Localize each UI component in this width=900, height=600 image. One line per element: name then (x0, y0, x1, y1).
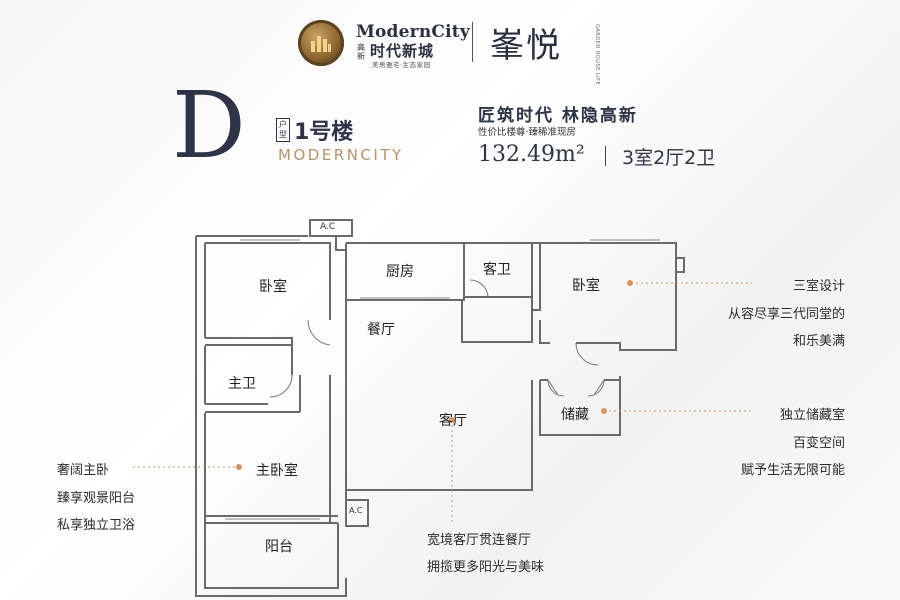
ac-label-bottom: A.C (349, 506, 363, 515)
marker-dot (449, 417, 455, 423)
note-bottom-2: 拥揽更多阳光与美味 (427, 560, 545, 575)
marker-dot (627, 280, 633, 286)
building-bars-icon (311, 36, 331, 52)
header-divider (472, 22, 473, 62)
brand-name-cn: 时代新城 (370, 42, 435, 60)
sub-slogan: 性价比楼尊·臻稀准现房 (478, 127, 577, 138)
moderncity-wordmark: MODERNCITY (278, 146, 404, 164)
room-guest-bath: 客卫 (483, 262, 511, 278)
note-left-1: 奢阔主卧 (57, 463, 110, 478)
room-storage: 储藏 (561, 407, 589, 423)
room-master-bath: 主卫 (228, 376, 256, 392)
unit-type-letter: D (172, 72, 246, 179)
ac-label-top: A.C (320, 222, 336, 232)
room-bedroom-right: 卧室 (572, 278, 600, 294)
project-name: 峯悦 (490, 26, 562, 66)
note-bottom-1: 宽境客厅贯连餐厅 (427, 533, 532, 548)
room-bedroom-left: 卧室 (259, 279, 287, 295)
brand-name-en: ModernCity (356, 22, 470, 42)
room-dining: 餐厅 (367, 322, 395, 338)
info-divider (605, 146, 606, 166)
marker-dot (236, 464, 242, 470)
brand-gaoxin: 高新 (357, 43, 365, 61)
room-balcony: 阳台 (265, 539, 293, 555)
building-number: 1号楼 (294, 120, 354, 145)
note-right-top-2: 从容尽享三代同堂的 (727, 307, 845, 322)
note-right-mid-3: 赋予生活无限可能 (740, 463, 845, 478)
unit-layout: 3室2厅2卫 (622, 147, 716, 169)
brand-logo-icon (298, 20, 344, 66)
room-kitchen: 厨房 (386, 264, 414, 280)
marker-dot (601, 408, 607, 414)
brand-tagline: 美居雅宅·生态家园 (372, 61, 431, 69)
note-right-mid-1: 独立储藏室 (779, 408, 845, 423)
note-right-top-1: 三室设计 (792, 279, 845, 294)
project-tag: GARDEN HOUSE LIFE (594, 24, 600, 86)
slogan: 匠筑时代 林隐高新 (478, 106, 638, 126)
unit-area: 132.49m² (478, 142, 585, 167)
note-right-top-3: 和乐美满 (792, 334, 845, 349)
room-living: 客厅 (439, 413, 467, 429)
note-left-3: 私享独立卫浴 (57, 518, 136, 533)
room-master-bedroom: 主卧室 (256, 463, 298, 479)
note-left-2: 臻享观景阳台 (57, 491, 136, 506)
note-right-mid-2: 百变空间 (792, 436, 845, 451)
huxing-label: 户型 (276, 118, 290, 142)
